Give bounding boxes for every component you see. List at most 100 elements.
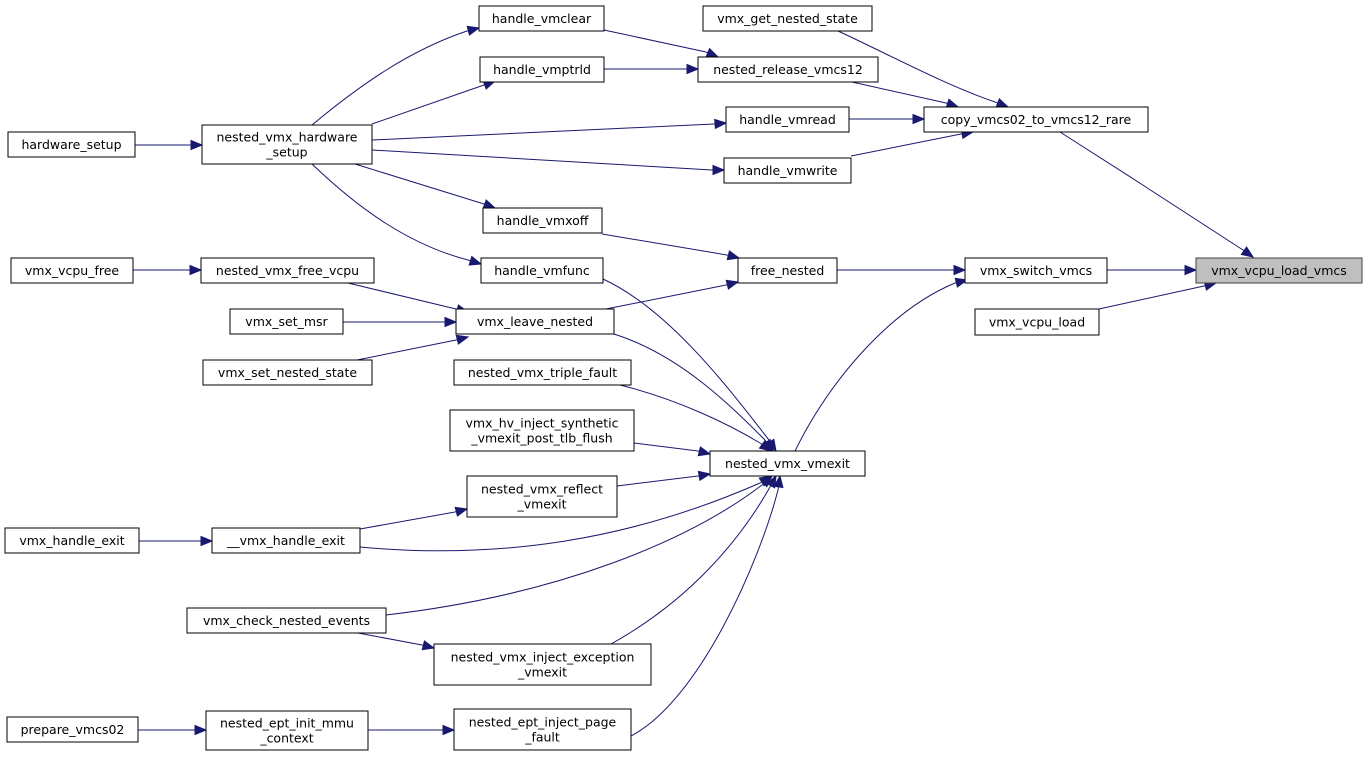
node-nested-vmx-inject-exception-vmexit[interactable]: nested_vmx_inject_exception_vmexit	[433, 643, 652, 686]
node-box	[702, 5, 873, 32]
node-vmx-switch-vmcs[interactable]: vmx_switch_vmcs	[964, 257, 1108, 284]
node-box	[964, 257, 1108, 284]
node-box	[201, 124, 373, 165]
edge-line	[603, 29, 707, 53]
node-label: vmx_leave_nested	[477, 314, 593, 329]
edge-arrowhead	[421, 640, 436, 651]
node-label: nested_vmx_inject_exception	[451, 650, 635, 665]
node-box	[478, 5, 605, 32]
node-nested-vmx-free-vcpu[interactable]: nested_vmx_free_vcpu	[200, 257, 375, 284]
nodes-layer: vmx_vcpu_load_vmcs copy_vmcs02_to_vmcs12_…	[4, 5, 1363, 751]
edge-line	[359, 511, 456, 530]
edge-line	[601, 233, 728, 256]
node-prepare-vmcs02[interactable]: prepare_vmcs02	[6, 716, 139, 743]
node-box	[1195, 257, 1363, 284]
node-nested-vmx-hardware-setup[interactable]: nested_vmx_hardware_setup	[201, 124, 373, 165]
edge-handle_vmxoff-to-free_nested	[601, 233, 741, 261]
node-vmx-vcpu-free[interactable]: vmx_vcpu_free	[10, 257, 134, 284]
edge-arrowhead	[714, 118, 728, 130]
node-handle-vmfunc[interactable]: handle_vmfunc	[480, 257, 604, 284]
edge-arrowhead	[773, 474, 784, 489]
node-vmx-set-nested-state[interactable]: vmx_set_nested_state	[202, 359, 373, 386]
edge-arrowhead	[697, 470, 712, 482]
edge-line	[605, 284, 727, 310]
node-handle-vmptrld[interactable]: handle_vmptrld	[479, 56, 605, 83]
edge-nested_release_vmcs12-to-copy_vmcs02_to_vmcs12_rare	[851, 81, 960, 109]
node-nested-ept-init-mmu-context[interactable]: nested_ept_init_mmu_context	[205, 710, 369, 751]
node-hardware-setup[interactable]: hardware_setup	[7, 131, 136, 158]
node-label: nested_vmx_triple_fault	[468, 365, 617, 380]
edge-nested_ept_inject_page_fault-to-nested_vmx_vmexit	[630, 474, 784, 737]
node-label: vmx_set_msr	[245, 314, 328, 329]
node-label: _vmexit_post_tlb_flush	[470, 431, 612, 446]
edge-line	[356, 339, 457, 361]
edge-copy_vmcs02_to_vmcs12_rare-to-vmx_vcpu_load_vmcs	[1059, 131, 1255, 258]
node-box	[186, 607, 387, 634]
node-nested-vmx-triple-fault[interactable]: nested_vmx_triple_fault	[453, 359, 632, 386]
edge-line	[371, 84, 485, 125]
node-vmx-handle-exit[interactable]: vmx_handle_exit	[4, 527, 140, 554]
edge-prepare_vmcs02-to-nested_ept_init_mmu_context	[138, 724, 208, 736]
node-nested-ept-inject-page-fault[interactable]: nested_ept_inject_page_fault	[453, 708, 632, 751]
edge-nested_vmx_hardware_setup-to-handle_vmfunc	[311, 163, 483, 266]
node-box	[4, 527, 140, 554]
node-box	[211, 527, 361, 554]
node---vmx-handle-exit[interactable]: __vmx_handle_exit	[211, 527, 361, 554]
node-vmx-get-nested-state[interactable]: vmx_get_nested_state	[702, 5, 873, 32]
node-label: vmx_hv_inject_synthetic	[466, 416, 619, 431]
node-box	[723, 157, 852, 184]
node-handle-vmxoff[interactable]: handle_vmxoff	[482, 207, 603, 234]
edge-vmx_leave_nested-to-nested_vmx_vmexit	[613, 333, 774, 453]
edge-line	[851, 81, 947, 104]
node-label: nested_vmx_hardware	[217, 130, 358, 145]
edge-line	[630, 489, 779, 737]
node-nested-vmx-reflect-vmexit[interactable]: nested_vmx_reflect_vmexit	[466, 475, 618, 518]
node-vmx-vcpu-load[interactable]: vmx_vcpu_load	[974, 308, 1100, 336]
edge-arrowhead	[697, 446, 712, 457]
edge-arrowhead	[466, 25, 481, 36]
node-label: vmx_handle_exit	[19, 533, 124, 548]
edge-arrowhead	[912, 113, 926, 125]
node-box	[974, 308, 1100, 336]
edge-arrowhead	[482, 199, 497, 209]
edge-hardware_setup-to-nested_vmx_hardware_setup	[135, 139, 204, 151]
edge-arrowhead	[190, 139, 204, 151]
edge-nested_vmx_free_vcpu-to-vmx_leave_nested	[347, 282, 470, 315]
edge-nested_vmx_vmexit-to-vmx_switch_vmcs	[794, 277, 969, 452]
edge-vmx_get_nested_state-to-copy_vmcs02_to_vmcs12_rare	[837, 30, 1010, 108]
node-nested-vmx-vmexit[interactable]: nested_vmx_vmexit	[709, 450, 866, 477]
node-vmx-vcpu-load-vmcs[interactable]: vmx_vcpu_load_vmcs	[1195, 257, 1363, 284]
node-label: nested_vmx_reflect	[481, 482, 603, 497]
edge-line	[602, 278, 770, 441]
node-vmx-hv-inject-synthetic-vmexit-post-tlb-flush[interactable]: vmx_hv_inject_synthetic_vmexit_post_tlb_…	[449, 409, 635, 452]
node-label: vmx_vcpu_load_vmcs	[1211, 263, 1347, 278]
edge-arrowhead	[194, 724, 208, 736]
node-vmx-leave-nested[interactable]: vmx_leave_nested	[455, 308, 615, 335]
node-label: nested_release_vmcs12	[713, 62, 863, 77]
edge-line	[371, 123, 715, 141]
edge-vmx_vcpu_load-to-vmx_vcpu_load_vmcs	[1098, 280, 1218, 310]
node-box	[709, 450, 866, 477]
node-box	[229, 308, 344, 335]
node-box	[10, 257, 134, 284]
edge-line	[357, 632, 423, 646]
node-free-nested[interactable]: free_nested	[737, 257, 838, 284]
node-vmx-set-msr[interactable]: vmx_set_msr	[229, 308, 344, 335]
node-vmx-check-nested-events[interactable]: vmx_check_nested_events	[186, 607, 387, 634]
edge-arrowhead	[953, 264, 967, 276]
node-label: vmx_set_nested_state	[218, 365, 357, 380]
node-handle-vmread[interactable]: handle_vmread	[725, 106, 850, 133]
node-nested-release-vmcs12[interactable]: nested_release_vmcs12	[697, 56, 879, 83]
node-copy-vmcs02-to-vmcs12-rare[interactable]: copy_vmcs02_to_vmcs12_rare	[923, 106, 1149, 133]
node-label: handle_vmptrld	[493, 62, 591, 77]
edge-vmx_leave_nested-to-free_nested	[605, 279, 740, 310]
node-handle-vmclear[interactable]: handle_vmclear	[478, 5, 605, 32]
node-handle-vmwrite[interactable]: handle_vmwrite	[723, 157, 852, 184]
node-label: nested_vmx_vmexit	[725, 456, 850, 471]
edge-arrowhead	[765, 474, 777, 489]
edge-line	[610, 486, 771, 645]
edge-vmx_switch_vmcs-to-vmx_vcpu_load_vmcs	[1107, 264, 1198, 276]
edge-nested_ept_init_mmu_context-to-nested_ept_inject_page_fault	[368, 724, 456, 736]
node-label: _vmexit	[517, 665, 567, 680]
